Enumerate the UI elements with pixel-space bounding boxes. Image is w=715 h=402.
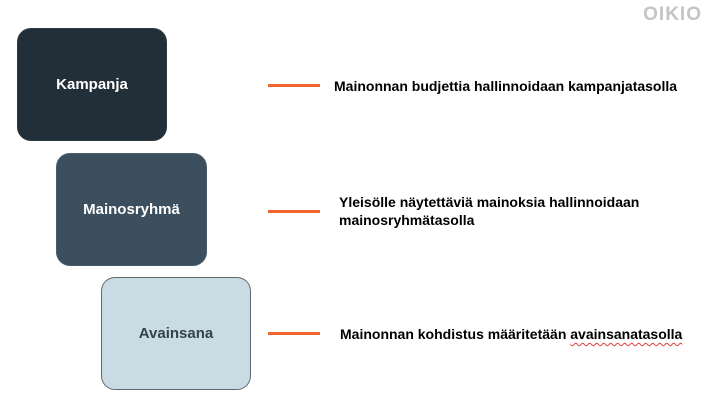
adgroup-level-box: Mainosryhmä <box>56 153 207 266</box>
keyword-connector-line <box>268 332 320 335</box>
keyword-description: Mainonnan kohdistus määritetään avainsan… <box>340 325 682 343</box>
adgroup-label: Mainosryhmä <box>83 201 180 218</box>
adgroup-description: Yleisölle näytettäviä mainoksia hallinno… <box>339 194 640 228</box>
adgroup-connector-line <box>268 210 320 213</box>
campaign-description: Mainonnan budjettia hallinnoidaan kampan… <box>334 78 678 94</box>
keyword-description-text: Mainonnan kohdistus määritetään <box>340 326 571 342</box>
keyword-level-box: Avainsana <box>101 277 251 390</box>
oikio-logo: OIKIO <box>643 4 702 25</box>
campaign-label: Kampanja <box>56 76 128 93</box>
campaign-level-box: Kampanja <box>17 28 167 141</box>
keyword-description-flagged-word: avainsanatasolla <box>570 326 683 342</box>
keyword-label: Avainsana <box>138 325 214 342</box>
campaign-connector-line <box>268 84 320 87</box>
